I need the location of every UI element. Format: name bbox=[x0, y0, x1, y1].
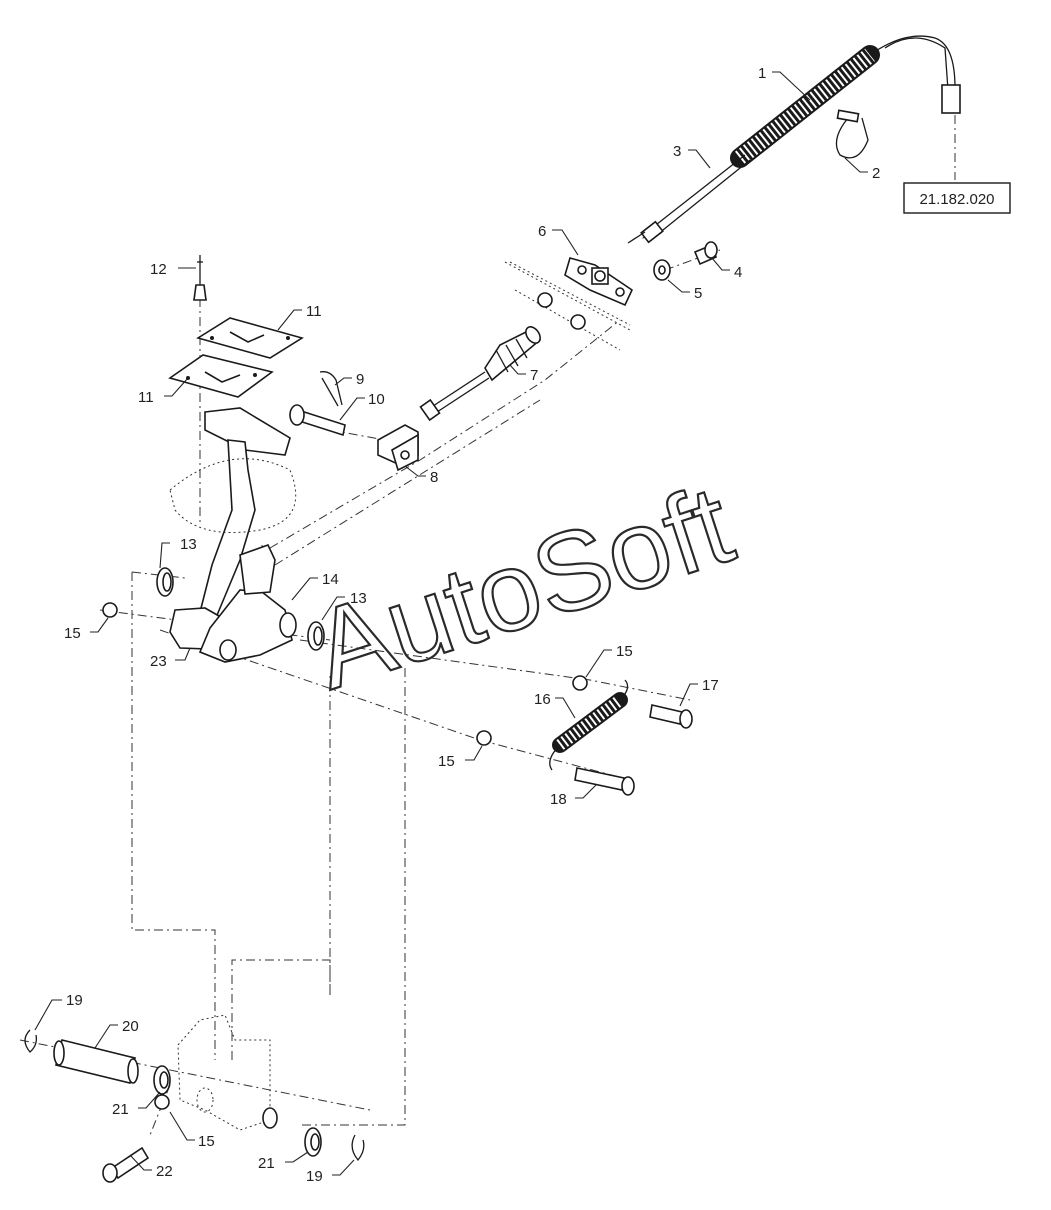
callout-22: 22 bbox=[156, 1163, 173, 1180]
callout-10: 10 bbox=[368, 391, 385, 408]
callout-18: 18 bbox=[550, 791, 567, 808]
reference-box-text: 21.182.020 bbox=[919, 191, 994, 208]
callout-19a: 19 bbox=[66, 992, 83, 1009]
part-7-boot bbox=[419, 326, 542, 422]
part-9-cotter-pin bbox=[319, 371, 343, 407]
callout-4: 4 bbox=[734, 264, 742, 281]
part-13-ring-right bbox=[307, 621, 325, 651]
leaders bbox=[34, 71, 868, 1176]
callout-21b: 21 bbox=[258, 1155, 275, 1172]
part-15-bushings bbox=[102, 602, 588, 1110]
callout-14: 14 bbox=[322, 571, 339, 588]
part-8-clevis bbox=[377, 424, 419, 472]
part-11-pad-upper bbox=[196, 317, 304, 359]
callout-13a: 13 bbox=[180, 536, 197, 553]
callout-16: 16 bbox=[534, 691, 551, 708]
callout-20: 20 bbox=[122, 1018, 139, 1035]
lower-bracket bbox=[177, 1014, 278, 1131]
callout-1: 1 bbox=[758, 65, 766, 82]
part-4-bolt bbox=[693, 241, 718, 266]
part-11-pad-lower bbox=[168, 354, 274, 398]
watermark: AutoSoft bbox=[299, 461, 746, 713]
part-19-snap-rings bbox=[24, 1029, 365, 1162]
callout-9: 9 bbox=[356, 371, 364, 388]
callout-23: 23 bbox=[150, 653, 167, 670]
callout-19b: 19 bbox=[306, 1168, 323, 1185]
callout-15b: 15 bbox=[616, 643, 633, 660]
callout-13b: 13 bbox=[350, 590, 367, 607]
callout-11a: 11 bbox=[306, 303, 322, 320]
part-1-spring-sleeve bbox=[730, 35, 961, 168]
nuts bbox=[504, 261, 631, 331]
part-12-rivet bbox=[193, 255, 207, 301]
part-21-washers bbox=[153, 1065, 322, 1157]
callout-2: 2 bbox=[872, 165, 880, 182]
part-20-pin bbox=[53, 1039, 139, 1084]
part-3-cable bbox=[627, 154, 751, 244]
callout-21a: 21 bbox=[112, 1101, 129, 1118]
part-16-spring bbox=[549, 679, 629, 771]
callout-15a: 15 bbox=[64, 625, 81, 642]
callout-7: 7 bbox=[530, 367, 538, 384]
part-18-bolt bbox=[574, 767, 635, 796]
part-5-washer bbox=[653, 259, 671, 281]
callout-5: 5 bbox=[694, 285, 702, 302]
callout-12: 12 bbox=[150, 261, 167, 278]
callout-11b: 11 bbox=[138, 389, 154, 406]
callout-6: 6 bbox=[538, 223, 546, 240]
callout-15d: 15 bbox=[198, 1133, 215, 1150]
part-14-lever bbox=[198, 544, 297, 663]
callout-17: 17 bbox=[702, 677, 719, 694]
part-13-ring-left bbox=[156, 567, 174, 597]
part-6-bracket bbox=[564, 257, 634, 307]
part-10-clevis-pin bbox=[289, 404, 346, 437]
part-22-bolt bbox=[102, 1146, 150, 1183]
callout-3: 3 bbox=[673, 143, 681, 160]
part-2-clip bbox=[835, 109, 869, 159]
callouts: 1 2 3 4 5 6 7 8 9 10 11 11 12 13 13 14 1… bbox=[64, 65, 880, 1185]
callout-15c: 15 bbox=[438, 753, 455, 770]
callout-8: 8 bbox=[430, 469, 438, 486]
part-17-bolt bbox=[649, 704, 693, 729]
reference-box[interactable]: 21.182.020 bbox=[903, 182, 1011, 214]
